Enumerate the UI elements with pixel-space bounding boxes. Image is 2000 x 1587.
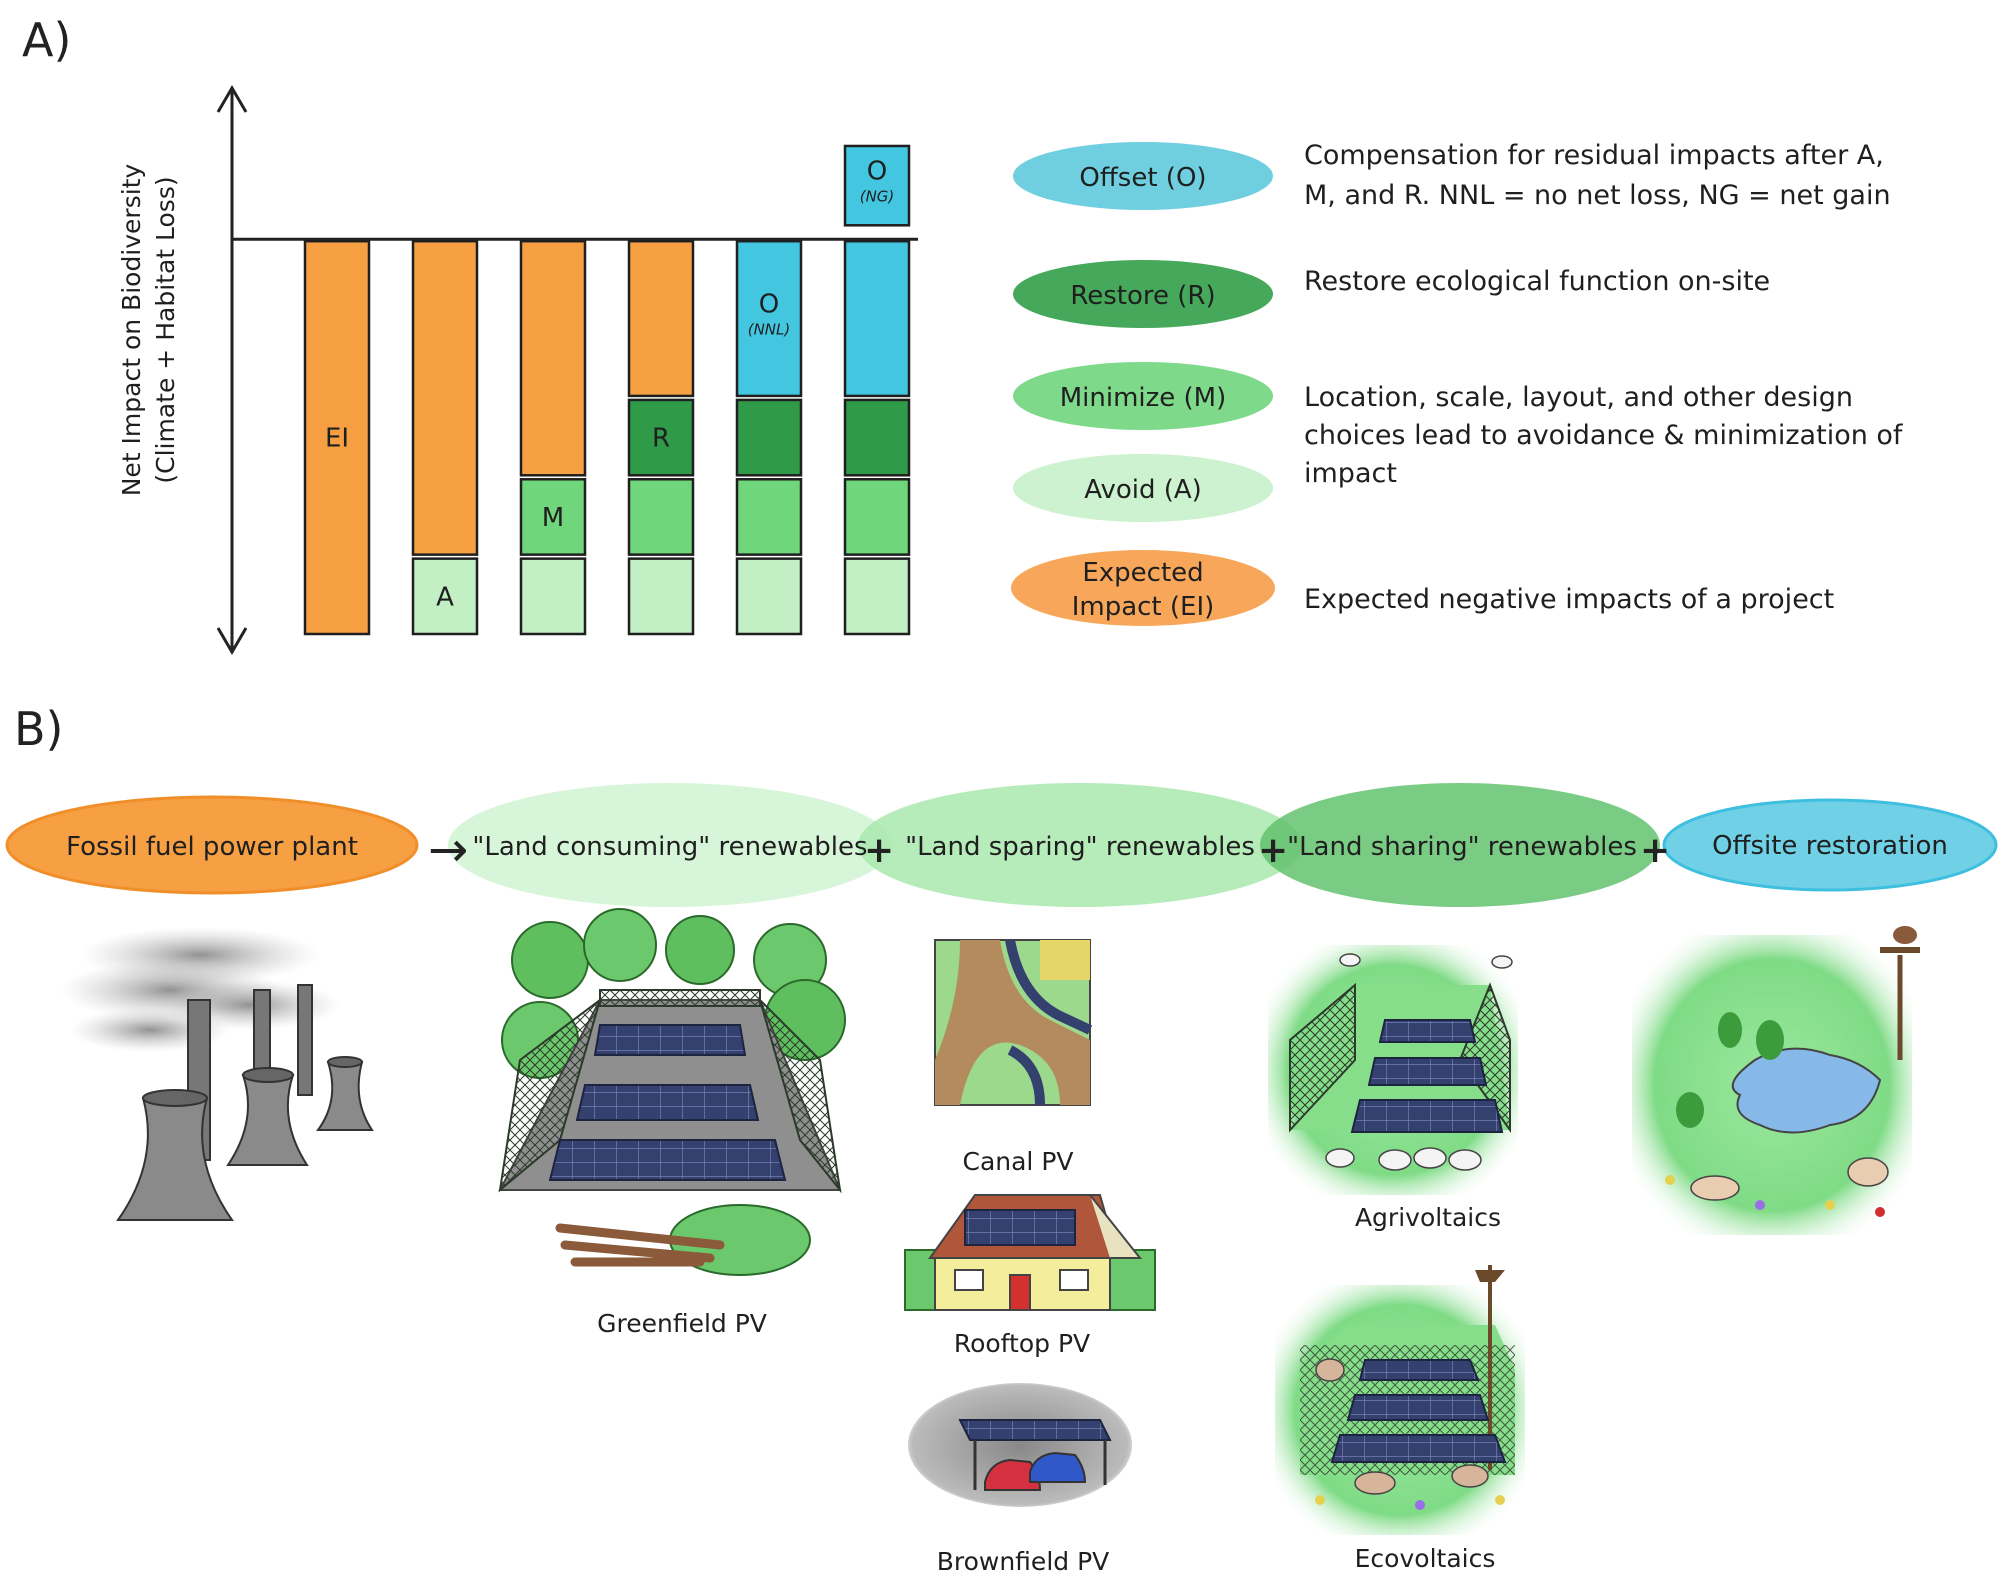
agrivoltaics-illustration <box>1268 945 1518 1195</box>
category-land-consuming-label: "Land consuming" renewables <box>472 832 867 862</box>
bar-3-segment-EI-3 <box>627 239 695 398</box>
bar-0-segment-EI-0 <box>303 239 371 636</box>
plus-connector-1: + <box>864 830 894 871</box>
bar-1-segment-A-0 <box>411 557 479 636</box>
legend-description-O-2: M, and R. NNL = no net loss, NG = net ga… <box>1304 180 1891 211</box>
category-offsite-label: Offsite restoration <box>1712 831 1948 861</box>
legend: Offset (O) Compensation for residual impa… <box>1011 140 1904 626</box>
legend-swatch-A <box>1013 454 1273 522</box>
bar-4-sublabel: (NNL) <box>748 321 791 339</box>
legend-swatch-R <box>1013 260 1273 328</box>
arrow-connector: → <box>428 822 468 878</box>
plus-connector-2: + <box>1258 830 1288 871</box>
legend-label-EI-2: Impact (EI) <box>1072 592 1215 622</box>
bar-5-label: O <box>867 157 887 187</box>
category-land-sharing-label: "Land sharing" renewables <box>1287 832 1637 862</box>
ecovoltaics-illustration <box>1275 1265 1525 1535</box>
offsite-restoration-illustration <box>1632 926 1920 1235</box>
bar-2-label: M <box>542 503 564 533</box>
brownfield-pv-illustration <box>908 1383 1132 1507</box>
caption-canal: Canal PV <box>962 1147 1073 1176</box>
legend-label-EI-1: Expected <box>1082 558 1203 588</box>
bar-0-label: EI <box>325 424 349 454</box>
legend-description-M-3: impact <box>1304 458 1397 489</box>
bar-3-label: R <box>652 424 670 454</box>
category-fossil-ellipse <box>5 795 419 895</box>
legend-swatch-M <box>1013 362 1273 430</box>
bar-2-segment-EI-2 <box>519 239 587 477</box>
legend-label-A-1: Avoid (A) <box>1084 475 1202 505</box>
bar-5-sublabel: (NG) <box>860 188 895 206</box>
category-land-sparing-label: "Land sparing" renewables <box>905 832 1255 862</box>
bar-5-segment-A-0 <box>843 557 911 636</box>
rooftop-pv-illustration <box>904 1194 1156 1311</box>
caption-greenfield: Greenfield PV <box>597 1309 767 1338</box>
bar-4-segment-M-1 <box>735 478 803 556</box>
bar-2-segment-M-1 <box>519 478 587 556</box>
bar-1-segment-EI-1 <box>411 239 479 556</box>
legend-label-R-1: Restore (R) <box>1070 281 1215 311</box>
legend-description-EI-1: Expected negative impacts of a project <box>1304 584 1834 615</box>
category-land-sparing-ellipse <box>858 783 1302 907</box>
caption-rooftop: Rooftop PV <box>954 1329 1090 1358</box>
bar-3-segment-M-1 <box>627 478 695 556</box>
category-land-sharing-ellipse <box>1260 783 1660 907</box>
legend-description-M-2: choices lead to avoidance & minimization… <box>1304 420 1904 451</box>
y-axis-title-line1: Net Impact on Biodiversity <box>117 164 146 497</box>
bar-1-label: A <box>436 582 454 612</box>
bar-5-segment-O-4 <box>843 144 911 227</box>
legend-swatch-EI <box>1011 550 1275 626</box>
legend-swatch-O <box>1013 142 1273 210</box>
bar-5-segment-M-1 <box>843 478 911 556</box>
bar-4-segment-R-2 <box>735 398 803 477</box>
category-land-consuming-ellipse <box>448 783 892 907</box>
category-offsite-ellipse <box>1662 798 1998 892</box>
bar-5-segment-O-3 <box>843 239 911 398</box>
category-fossil-label: Fossil fuel power plant <box>66 832 358 862</box>
legend-description-R-1: Restore ecological function on-site <box>1304 266 1770 297</box>
legend-description-O-1: Compensation for residual impacts after … <box>1304 140 1884 171</box>
bar-4-label: O <box>759 290 779 320</box>
bar-5-segment-R-2 <box>843 398 911 477</box>
panel-a-label: A) <box>22 13 71 67</box>
bar-3-segment-A-0 <box>627 557 695 636</box>
legend-label-M-1: Minimize (M) <box>1060 383 1227 413</box>
y-axis-title-line2: (Climate + Habitat Loss) <box>151 176 180 483</box>
panel-b-label: B) <box>14 702 64 756</box>
bar-3-segment-R-2 <box>627 398 695 477</box>
legend-description-M-1: Location, scale, layout, and other desig… <box>1304 382 1853 413</box>
power-plant-illustration <box>60 927 374 1221</box>
legend-label-O-1: Offset (O) <box>1079 163 1206 193</box>
caption-agrivoltaics: Agrivoltaics <box>1355 1203 1501 1232</box>
caption-brownfield: Brownfield PV <box>937 1547 1110 1576</box>
bar-4-segment-A-0 <box>735 557 803 636</box>
y-axis-arrow-down <box>216 627 248 655</box>
canal-pv-illustration <box>934 939 1093 1106</box>
y-axis-arrow-up <box>216 85 248 113</box>
plus-connector-3: + <box>1640 830 1670 871</box>
greenfield-pv-illustration <box>498 908 846 1276</box>
bar-4-segment-O-3 <box>735 239 803 398</box>
bar-2-segment-A-0 <box>519 557 587 636</box>
caption-ecovoltaics: Ecovoltaics <box>1355 1544 1496 1573</box>
